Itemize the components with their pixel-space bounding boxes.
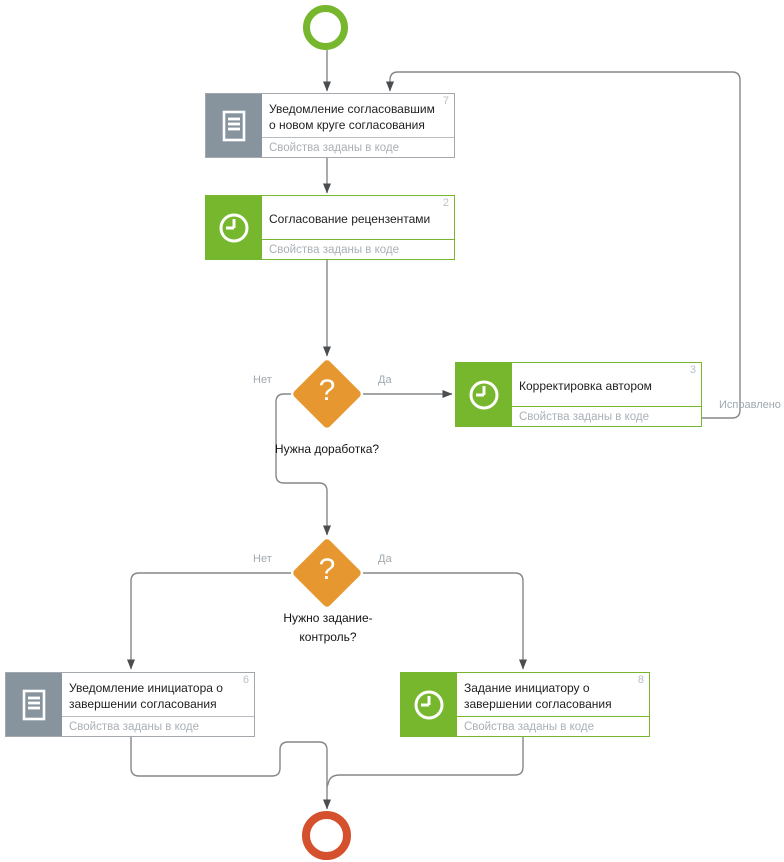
task-title: Уведомление согласовавшим о новом круге … [269, 101, 435, 132]
task-subtitle: Свойства заданы в коде [457, 716, 649, 736]
gateway-rework[interactable]: ? [291, 358, 363, 430]
edge-notify-initiator-to-end [130, 737, 331, 810]
task-subtitle: Свойства заданы в коде [62, 716, 254, 736]
task-initiator[interactable]: 8 Задание инициатору о завершении соглас… [400, 672, 650, 737]
document-icon [6, 673, 62, 736]
task-author-fix[interactable]: 3 Корректировка автором Свойства заданы … [455, 362, 702, 427]
edge-control-no [127, 572, 291, 670]
task-number: 3 [689, 364, 696, 376]
task-title: Уведомление инициатора о завершении согл… [69, 680, 223, 711]
task-number: 2 [442, 197, 449, 209]
gateway-control-label-yes: Да [378, 553, 392, 565]
question-mark-icon: ? [318, 374, 336, 407]
task-notify-new-round[interactable]: 7 Уведомление согласовавшим о новом круг… [205, 93, 455, 158]
gateway-control-caption: Нужно задание- контроль? [283, 611, 373, 645]
clock-icon [401, 673, 457, 736]
gateway-control-label-no: Нет [253, 553, 272, 565]
edge-rework-no [275, 393, 331, 536]
task-title: Согласование рецензентами [269, 211, 431, 226]
gateway-rework-label-no: Нет [253, 374, 272, 386]
task-review[interactable]: 2 Согласование рецензентами Свойства зад… [205, 195, 455, 260]
edge-fixed-return [386, 71, 741, 419]
end-event[interactable] [302, 811, 351, 860]
task-number: 8 [637, 674, 644, 686]
task-subtitle: Свойства заданы в коде [262, 239, 454, 259]
task-title: Задание инициатору о завершении согласов… [464, 680, 612, 711]
start-event[interactable] [303, 5, 348, 50]
clock-icon [456, 363, 512, 426]
task-number: 6 [242, 674, 249, 686]
task-number: 7 [442, 95, 449, 107]
task-notify-initiator[interactable]: 6 Уведомление инициатора о завершении со… [5, 672, 255, 737]
task-subtitle: Свойства заданы в коде [262, 137, 454, 157]
gateway-rework-label-yes: Да [378, 374, 392, 386]
task-title: Корректировка автором [519, 378, 652, 393]
question-mark-icon: ? [318, 553, 336, 586]
clock-icon [206, 196, 262, 259]
task-subtitle: Свойства заданы в коде [512, 406, 701, 426]
edge-task-initiator-to-merge [326, 737, 524, 788]
document-icon [206, 94, 262, 157]
edge-fixed-label: Исправлено [719, 399, 781, 411]
gateway-control[interactable]: ? [291, 537, 363, 609]
edge-control-yes [363, 572, 527, 670]
gateway-rework-caption: Нужна доработка? [274, 442, 380, 456]
